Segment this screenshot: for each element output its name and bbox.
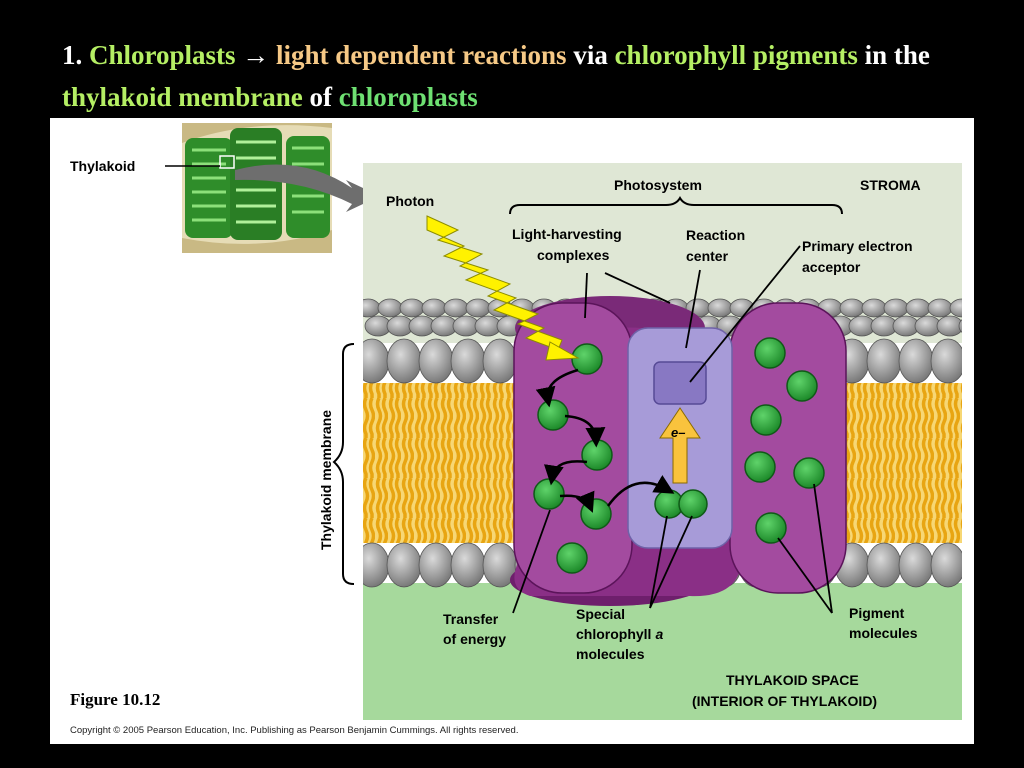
photosystem-label: Photosystem (614, 177, 702, 193)
lipid-head (905, 298, 931, 318)
lipid-head (386, 338, 422, 384)
zoom-arrow-icon (235, 164, 380, 212)
title-in-the: in the (864, 40, 930, 70)
pigment-molecules (533, 337, 825, 574)
lipid-head (418, 542, 454, 588)
lipid-head (930, 338, 962, 384)
lipid-head (363, 298, 381, 318)
pigment-molecule (581, 439, 613, 471)
pigment-molecule (750, 404, 782, 436)
chlorophyll-a-letter: a (655, 626, 663, 642)
energy-transfer-arrows (535, 368, 675, 513)
thylakoid-space-region (363, 583, 962, 720)
pigment-molecule (533, 478, 565, 510)
title-chloroplasts: Chloroplasts (89, 40, 236, 70)
lipid-head (898, 542, 934, 588)
lipid-head (707, 298, 733, 318)
figure-caption: Figure 10.12 (70, 690, 161, 709)
pigment-label-line2: molecules (849, 625, 918, 641)
lipid-head (839, 298, 865, 318)
lipid-head (883, 298, 909, 318)
title-thylakoid-membrane: thylakoid membrane (62, 82, 303, 112)
title-number: 1. (62, 40, 83, 70)
pigment-molecule (754, 337, 786, 369)
lipid-head (386, 542, 422, 588)
title-of: of (309, 82, 333, 112)
title-via: via (573, 40, 608, 70)
lipid-head (399, 298, 425, 318)
light-harvesting-label-line1: Light-harvesting (512, 226, 622, 242)
title-chloroplasts-end: chloroplasts (338, 82, 478, 112)
lipid-head (927, 298, 953, 318)
reaction-center-label-line2: center (686, 248, 729, 264)
slide-title: 1. Chloroplasts → light dependent reacti… (62, 34, 1002, 118)
pigment-molecule (571, 343, 603, 375)
primary-acceptor-label-line1: Primary electron (802, 238, 913, 254)
lipid-head (861, 298, 887, 318)
figure-panel: Thylakoid (50, 118, 974, 744)
transfer-energy-label-line1: Transfer (443, 611, 499, 627)
lipid-head (949, 298, 962, 318)
light-harvesting-label-line2: complexes (537, 247, 610, 263)
special-chlorophyll-label-line1: Special (576, 606, 625, 622)
pigment-molecule (755, 512, 787, 544)
membrane-panel: e– (363, 163, 962, 720)
thylakoid-label: Thylakoid (70, 158, 135, 174)
electron-label: e– (671, 425, 685, 440)
lipid-head (443, 298, 469, 318)
photon-label: Photon (386, 193, 434, 209)
lipid-head (958, 319, 962, 333)
reaction-center-label-line1: Reaction (686, 227, 745, 243)
primary-acceptor-label-line2: acceptor (802, 259, 861, 275)
title-light-reactions: light dependent reactions (276, 40, 567, 70)
lipid-head (363, 542, 390, 588)
pigment-molecule (793, 457, 825, 489)
pigment-molecule (580, 498, 612, 530)
pigment-molecule (744, 451, 776, 483)
primary-electron-acceptor (653, 361, 707, 405)
lipid-head (450, 542, 486, 588)
chloroplast-thumbnail (182, 123, 332, 253)
lipid-head (930, 542, 962, 588)
lipid-head (421, 298, 447, 318)
title-arrow: → (242, 40, 270, 70)
pigment-molecule (786, 370, 818, 402)
photosystem-bracket (509, 195, 843, 215)
transfer-energy-label-line2: of energy (443, 631, 506, 647)
lipid-head (377, 298, 403, 318)
lipid-head (363, 338, 390, 384)
special-chlorophyll-a (678, 489, 708, 519)
lipid-head (482, 338, 518, 384)
photosystem-diagram: Thylakoid (70, 123, 962, 720)
thylakoid-space-label-line2: (INTERIOR OF THYLAKOID) (692, 693, 877, 709)
pigment-molecule (556, 542, 588, 574)
pigment-label-line1: Pigment (849, 605, 905, 621)
lipid-head (465, 298, 491, 318)
lipid-head (866, 542, 902, 588)
label-pointers (512, 245, 833, 614)
lipid-head (936, 315, 962, 337)
special-chlorophyll-word: chlorophyll (576, 626, 651, 642)
special-chlorophyll-label-line3: molecules (576, 646, 645, 662)
lipid-head (898, 338, 934, 384)
copyright-notice: Copyright © 2005 Pearson Education, Inc.… (70, 725, 519, 736)
electron-arrow-icon (659, 407, 701, 484)
lipid-head (866, 338, 902, 384)
thylakoid-membrane-label: Thylakoid membrane (318, 410, 334, 550)
title-chlorophyll-pigments: chlorophyll pigments (614, 40, 858, 70)
lipid-head (418, 338, 454, 384)
stroma-label: STROMA (860, 177, 921, 193)
thylakoid-space-label-line1: THYLAKOID SPACE (726, 672, 859, 688)
pigment-molecule (537, 399, 569, 431)
membrane-bracket (332, 343, 355, 585)
lipid-head (450, 338, 486, 384)
